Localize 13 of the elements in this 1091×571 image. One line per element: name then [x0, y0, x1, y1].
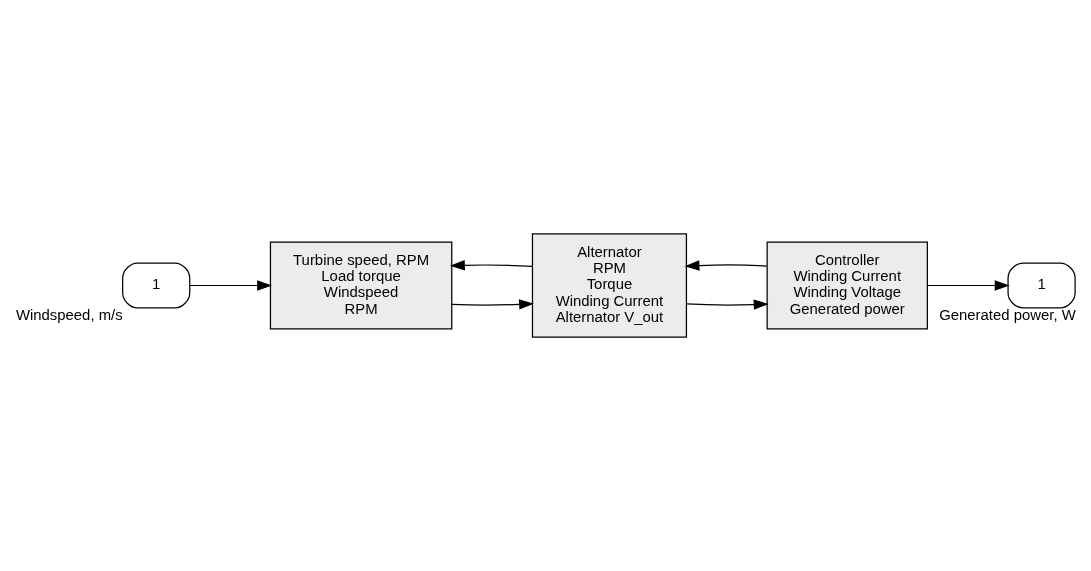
node-label: Generated power, W [939, 306, 1076, 323]
node-box: 1 [1007, 262, 1076, 309]
node-box: Alternator RPM Torque Winding Current Alternator V_out [531, 233, 688, 338]
node-label: Windspeed, m/s [15, 306, 123, 323]
node-box: 1 [122, 262, 191, 309]
node-box: Turbine speed, RPM Load torque Windspeed RPM [269, 241, 453, 330]
arrow [451, 299, 535, 310]
arrow [927, 280, 1010, 291]
arrow [449, 260, 533, 271]
arrow [684, 260, 768, 271]
node-box: Controller Winding Current Winding Voltage Generated power [766, 241, 928, 330]
arrow [189, 280, 273, 291]
arrow [685, 299, 769, 310]
